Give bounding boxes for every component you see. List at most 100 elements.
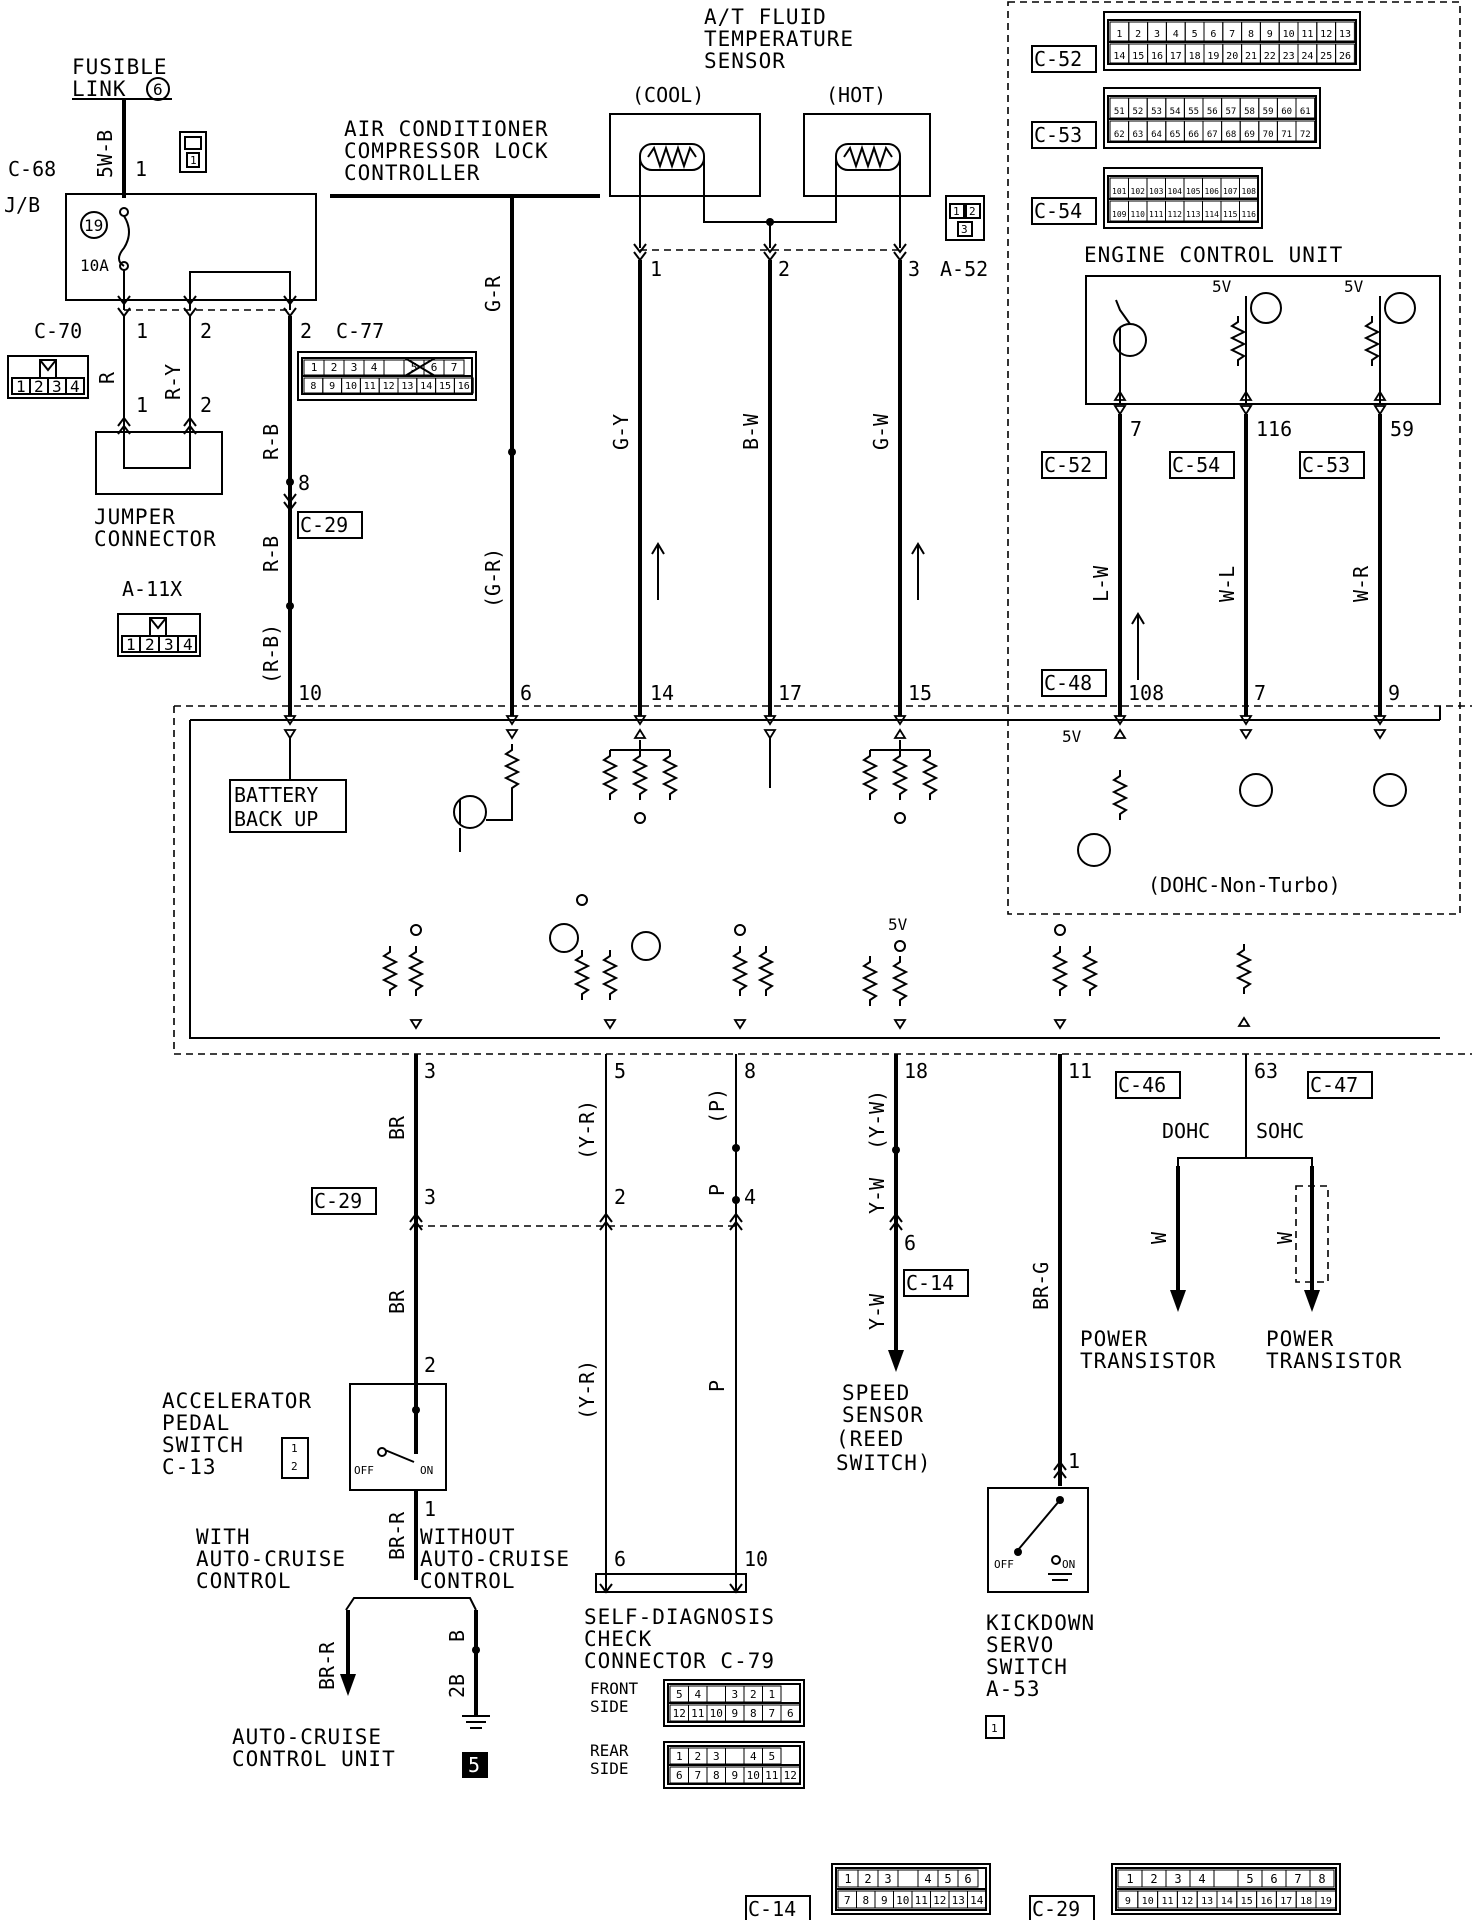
wire-label-2b: 2B [445, 1674, 469, 1698]
pin-cell-label: 3 [713, 1750, 720, 1763]
pin-cell-label: 12 [383, 381, 395, 392]
ac-controller-title1: AIR CONDITIONER [344, 117, 549, 141]
speed-title1: SPEED [842, 1381, 910, 1405]
ecu-transistor-3 [1239, 773, 1273, 807]
pin-cell-label: 69 [1244, 130, 1255, 140]
pin-cell-label: 11 [1301, 29, 1313, 40]
wire-label-5w-b: 5W-B [93, 130, 117, 178]
accel-title2: PEDAL [162, 1411, 230, 1435]
power-transistor1-title1: POWER [1080, 1327, 1148, 1351]
wire-label-y-w-paren: (Y-W) [865, 1090, 889, 1150]
pin-cell-label: 112 [1168, 210, 1183, 219]
ecu-bottom-pin5: 5 [614, 1059, 626, 1083]
pin-cell-label: 8 [713, 1769, 720, 1782]
c70-cell: 2 [34, 377, 44, 396]
jumper-title2: CONNECTOR [94, 527, 217, 551]
c77-group: 2 C-77 R-B 8 C-29 R-B (R-B) 10 [259, 316, 477, 716]
pin-cell-label: 63 [1132, 130, 1143, 140]
pin-cell-label: 14 [420, 381, 432, 392]
pin-cell-label: 114 [1205, 210, 1220, 219]
pin-cell-label: 9 [731, 1769, 738, 1782]
pin-cell-label: 104 [1168, 187, 1183, 196]
pin-cell-label: 12 [1320, 29, 1332, 40]
wire-label-w-dohc: W [1147, 1231, 1171, 1244]
pin-cell-label: 60 [1281, 107, 1292, 117]
ecu-bottom-pin11: 11 [1068, 1059, 1092, 1083]
footer-c14-icon [831, 1863, 991, 1915]
wire-label-r: R [95, 371, 119, 384]
pin-cell-label: 7 [1229, 29, 1235, 40]
pin-cell-label: 71 [1281, 130, 1292, 140]
connector-c77-label: C-77 [336, 319, 384, 343]
legend-c54-label: C-54 [1034, 199, 1082, 223]
pin-cell-label: 4 [750, 1750, 757, 1763]
ecu-title: ENGINE CONTROL UNIT [1084, 243, 1343, 267]
pin-cell-label: 14 [1113, 51, 1125, 62]
ecu-transistor-6 [631, 931, 661, 961]
pin-cell-label: 13 [1201, 1896, 1213, 1907]
pin-cell-label: 66 [1188, 130, 1199, 140]
pin-cell [1335, 21, 1355, 42]
ecu-pin-17: 17 [778, 681, 802, 705]
a52-cell: 2 [969, 205, 976, 218]
pin-cell [453, 377, 474, 394]
pin-cell-label: 2 [750, 1688, 757, 1701]
dohc-section-box [1007, 1, 1461, 915]
c70-cell: 4 [70, 377, 80, 396]
power-transistor2-title2: TRANSISTOR [1266, 1349, 1402, 1373]
wire-label-br-r: BR-R [385, 1511, 409, 1560]
accel-title3: SWITCH [162, 1433, 244, 1457]
kickdown-title3: SWITCH [986, 1655, 1068, 1679]
kickdown-off: OFF [994, 1558, 1014, 1571]
wire-label-p: P [705, 1184, 729, 1196]
pin-cell-label: 11 [1161, 1896, 1173, 1907]
battery-backup-label2: BACK UP [234, 807, 318, 831]
pin-cell-label: 24 [1301, 51, 1313, 62]
pin-cell-label: 18 [1300, 1896, 1312, 1907]
pin-cell-label: 10 [710, 1707, 723, 1720]
pin-cell [1335, 43, 1355, 64]
pin-cell-label: 56 [1207, 107, 1218, 117]
c77-pin: 2 [300, 319, 312, 343]
cruise-unit-title2: CONTROL UNIT [232, 1747, 396, 1771]
pin-cell-label: 11 [915, 1894, 928, 1907]
pin-cell-label: 2 [1135, 29, 1141, 40]
pin-cell-label: 4 [1173, 29, 1179, 40]
pin-cell-label: 61 [1300, 107, 1311, 117]
kickdown-group: BR-G 1 OFF ON KICKDOWN SERVO SWITCH A-53… [985, 1262, 1094, 1739]
pin-cell-label: 3 [1154, 29, 1160, 40]
pin-cell-label: 2 [864, 1872, 871, 1886]
transistor-icon [1113, 323, 1147, 357]
pin-cell-label: 102 [1131, 187, 1146, 196]
pin-cell [1295, 120, 1316, 142]
pin-cell-label: 14 [970, 1894, 984, 1907]
pin-cell-label: 20 [1226, 51, 1238, 62]
pin-cell [762, 1747, 782, 1765]
diag-title2: CHECK [584, 1627, 652, 1651]
ground-point-badge [462, 1752, 488, 1778]
ecu-pin-14: 14 [650, 681, 674, 705]
jumper-connector-box [95, 431, 223, 495]
ecu-top-pin116: 116 [1256, 417, 1292, 441]
pin-cell-label: 12 [673, 1707, 686, 1720]
pin-cell-label: 4 [694, 1688, 701, 1701]
pin-cell-label: 1 [676, 1750, 683, 1763]
pin-cell-label: 7 [768, 1707, 775, 1720]
pin-cell-label: 5 [1246, 1872, 1253, 1886]
cruise-group: WITH AUTO-CRUISE CONTROL WITHOUT AUTO-CR… [196, 1525, 569, 1778]
pin-cell-label: 62 [1114, 130, 1125, 140]
atf-title2: TEMPERATURE [704, 27, 854, 51]
atf-pin1: 1 [650, 257, 662, 281]
pin-cell-label: 6 [431, 361, 438, 374]
wire-label-br-r-2: BR-R [315, 1641, 339, 1690]
pin-cell-label: 5 [944, 1872, 951, 1886]
connector-c29-label: C-29 [300, 513, 348, 537]
ecu-5v-b: 5V [1344, 277, 1364, 296]
ecu-transistor-1 [453, 795, 487, 829]
power-transistor-group: DOHC SOHC W W POWER TRANSISTOR POWER TRA… [1080, 1119, 1402, 1373]
pin-cell-label: 68 [1225, 130, 1236, 140]
ecu-transistor-4 [1373, 773, 1407, 807]
pin-cell-label: 107 [1223, 187, 1238, 196]
connector-a52-icon: 1 2 3 [945, 195, 985, 241]
